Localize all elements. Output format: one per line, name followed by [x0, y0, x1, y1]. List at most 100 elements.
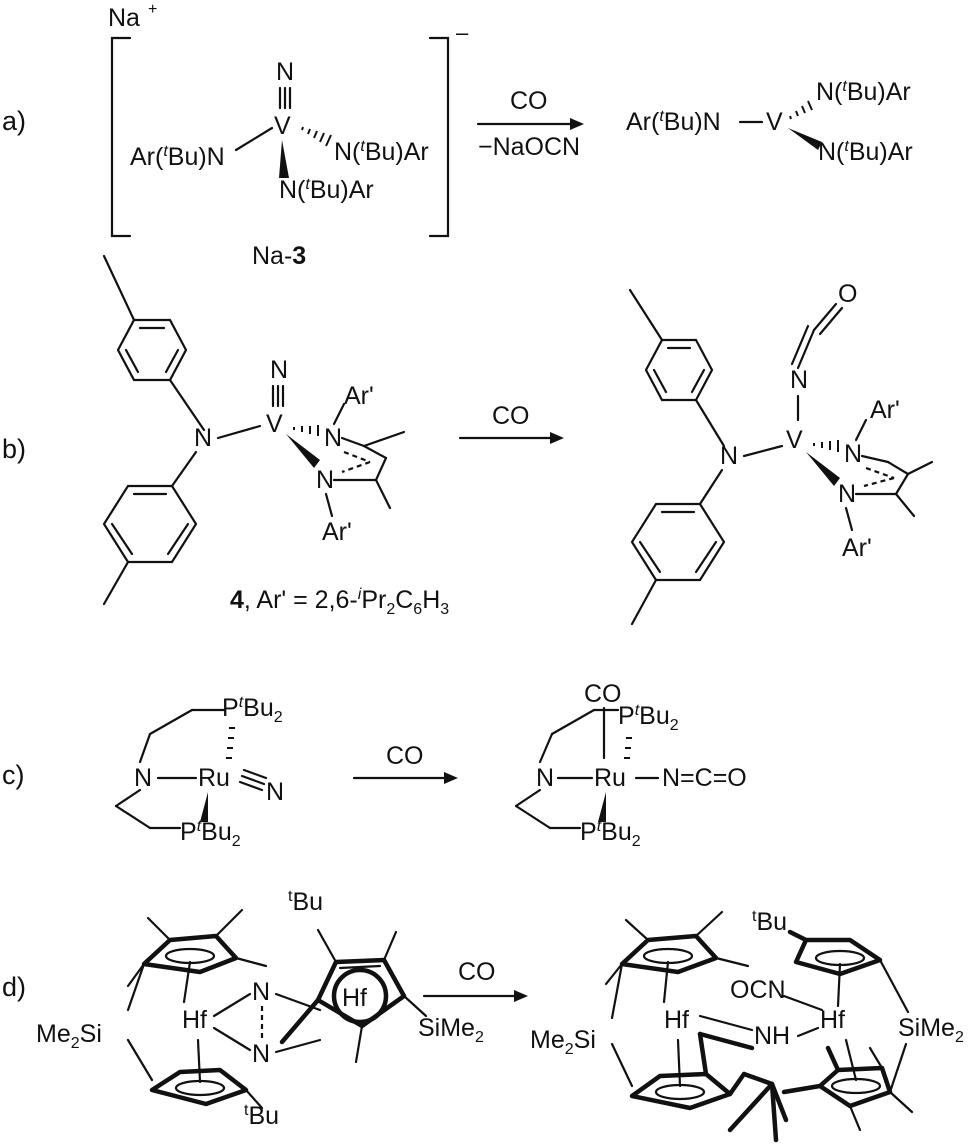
product-tolyl-ring-top: [628, 288, 726, 448]
product-vanadium-label: V: [766, 108, 783, 136]
arrowhead-c: [444, 772, 458, 784]
hf-left-label: Hf: [182, 1006, 207, 1034]
product-b-ar-bottom-label: Ar': [842, 534, 872, 562]
product-amide-left-label: Ar(tBu)N: [626, 108, 721, 136]
tolyl-ring-top: [102, 254, 206, 432]
amide-bottom-label: N(tBu)Ar: [279, 176, 374, 204]
b-nacnac-backbone: [332, 430, 406, 510]
product-pnp-backbone: [514, 708, 620, 830]
product-hf-left-label: Hf: [664, 1006, 689, 1034]
ruthenium-label: Ru: [198, 764, 230, 792]
ru-p-bottom-wedge-bond: [200, 792, 208, 822]
reagent-a-co: CO: [510, 87, 548, 115]
bu-top-label: tBu: [288, 888, 323, 916]
product-cp-ring-top-right: [787, 929, 910, 1014]
product-si-left-label: Me2Si: [530, 1026, 596, 1058]
panel-label-c: c): [2, 760, 25, 790]
ru-p-top-hashed-bond: [226, 727, 235, 759]
product-amide-n-label: N: [720, 442, 738, 470]
pnp-backbone: [114, 708, 226, 830]
reagent-b-co: CO: [492, 402, 530, 430]
p-bottom-label: PtBu2: [180, 818, 241, 850]
si-cp-bond-top: [126, 962, 146, 1012]
product-p-bottom-label: PtBu2: [580, 818, 641, 850]
product-si-cp-bond-bottom: [610, 1042, 634, 1088]
product-cp-ring-top-left: [604, 910, 750, 1004]
si-right-label: SiMe2: [418, 1014, 484, 1046]
b-v-n-hashed-bond: [293, 425, 319, 436]
arrowhead-d: [514, 990, 528, 1002]
right-bracket: [428, 36, 450, 238]
b-n1-aryl-bond: [332, 402, 346, 426]
product-o-label: O: [838, 280, 857, 308]
product-b-v-n-wedge-bond: [806, 452, 840, 486]
product-p-top-label: PtBu2: [618, 702, 679, 734]
n-bridge-top-label: N: [252, 978, 270, 1006]
hf-ring-label: Hf: [342, 984, 367, 1012]
b-v-n-triple-bond: [271, 384, 285, 408]
product-b-v-n-hashed-bond: [813, 440, 839, 452]
panel-label-a: a): [2, 106, 26, 136]
product-co-label: CO: [584, 680, 622, 708]
product-b-nacnac-backbone: [854, 454, 934, 518]
product-amide-top-label: N(tBu)Ar: [816, 78, 911, 106]
product-b-ar-top-label: Ar': [870, 396, 900, 424]
b-ar-top-label: Ar': [344, 382, 374, 410]
amide-n-label: N: [194, 424, 212, 452]
product-hf-nh-bond: [698, 1014, 754, 1032]
sodium-cation: Na: [108, 4, 140, 32]
cp-ring-top-left: [126, 908, 268, 1004]
product-b-n1-aryl-bond: [854, 418, 868, 442]
product-bu-top-label: tBu: [752, 908, 787, 936]
product-b-ligand-n2-label: N: [838, 480, 856, 508]
v-n-bond-left: [234, 126, 274, 152]
compound-na3-label: Na-3: [252, 242, 306, 270]
product-nh-label: NH: [754, 1022, 790, 1050]
reagent-c-co: CO: [386, 742, 424, 770]
product-v-n-wedge-bond: [788, 128, 822, 150]
panel-label-d: d): [2, 972, 26, 1002]
si-left-label: Me2Si: [36, 1020, 102, 1052]
product-cp-ring-bottom-left: [629, 1031, 789, 1143]
b-ligand-n2-label: N: [316, 466, 334, 494]
product-si-right-label: SiMe2: [898, 1014, 964, 1046]
product-si-cp-bond-top: [610, 962, 624, 1020]
product-amide-bottom-label: N(tBu)Ar: [818, 138, 913, 166]
arrowhead-b: [550, 432, 564, 444]
sodium-charge: +: [148, 1, 157, 18]
product-b-n2-aryl-bond: [844, 506, 854, 532]
b-nitride-n-label: N: [270, 356, 288, 384]
product-ru-p-bottom-wedge-bond: [598, 792, 606, 822]
tolyl-ring-bottom: [102, 450, 198, 606]
nitride-n-label: N: [276, 58, 294, 86]
product-si-cp-bond-right: [888, 1042, 908, 1094]
amine-n-label: N: [134, 764, 152, 792]
v-n-hashed-bond: [301, 126, 332, 147]
product-amine-n-label: N: [536, 764, 554, 792]
product-b-ligand-n1-label: N: [844, 440, 862, 468]
vanadium-label: V: [274, 112, 291, 140]
product-iso-n-label: N: [790, 366, 808, 394]
product-isocyanate-bonds: [790, 302, 844, 370]
bu-bottom-label: tBu: [244, 1102, 279, 1130]
b-ligand-n1-label: N: [324, 424, 342, 452]
v-n-wedge-bond: [279, 140, 289, 178]
reagent-d-co: CO: [458, 958, 496, 986]
b-n2-aryl-bond: [324, 492, 334, 518]
product-ocn-label: OCN: [730, 976, 786, 1004]
product-b-vanadium-label: V: [786, 426, 803, 454]
panel-label-b: b): [2, 434, 26, 464]
left-bracket: [110, 36, 132, 238]
n-bridge-bottom-label: N: [252, 1040, 270, 1068]
amide-left-label: Ar(tBu)N: [130, 143, 225, 171]
product-isocyanate-label: N=C=O: [662, 764, 747, 792]
product-v-n-hashed-bond: [789, 100, 813, 120]
arrowhead-a: [570, 118, 584, 130]
p-top-label: PtBu2: [222, 694, 283, 726]
v-amide-bond: [216, 424, 262, 440]
anion-charge: –: [456, 20, 469, 45]
product-v-amide-bond: [742, 444, 784, 458]
compound-4-label: 4, Ar' = 2,6-iPr2C6H3: [230, 586, 449, 618]
cp-ring-hf-right: [279, 928, 428, 1064]
